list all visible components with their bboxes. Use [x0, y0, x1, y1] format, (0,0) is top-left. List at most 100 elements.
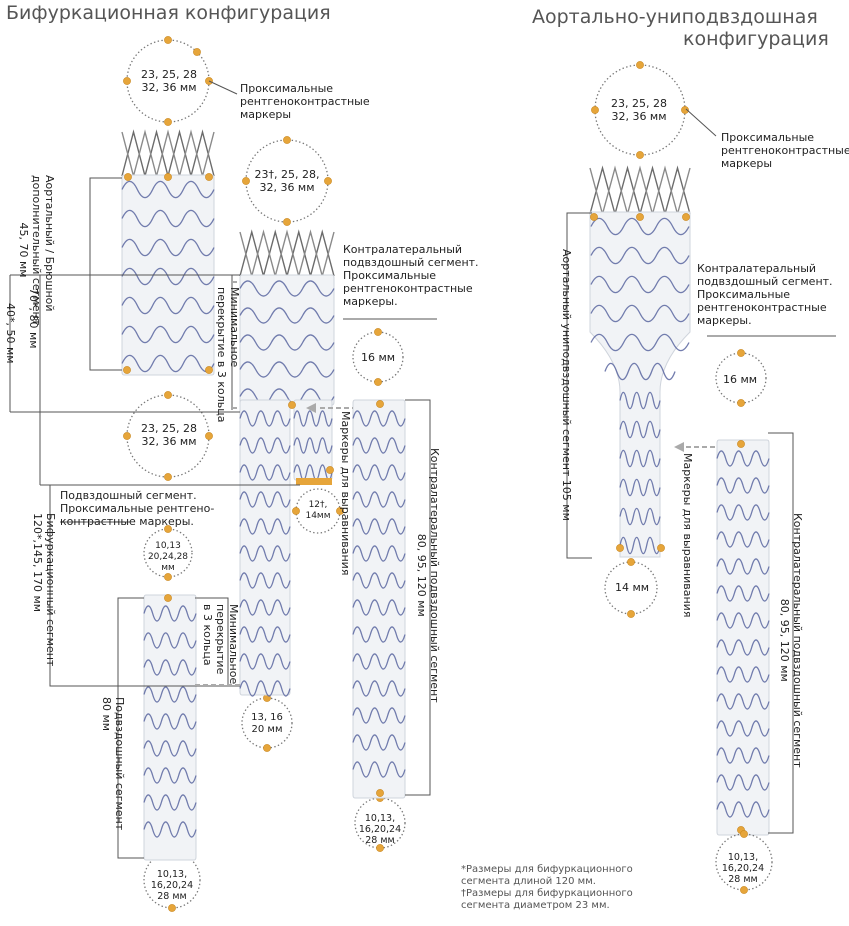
aui-bottom-marker-l: [616, 544, 624, 552]
dim-right-contra: [768, 432, 794, 834]
aui-body: [589, 211, 691, 558]
biff-gate-wire-2: [293, 464, 333, 481]
aui-wire-11: [619, 536, 661, 555]
aui-contra-leg-wire-3: [716, 531, 770, 548]
contra-leg-wire-8: [352, 626, 406, 643]
aui-top-marker-c: [636, 213, 644, 221]
biff-leg-wire-0: [239, 410, 291, 427]
ring-label-right-16: 16 мм: [722, 373, 758, 386]
aui-contra-leg-wire-4: [716, 558, 770, 575]
iliac-leg-wire-6: [143, 767, 197, 784]
ring-cuff-top-marker-3: [283, 218, 291, 226]
ring-prox-main-marker-4: [193, 48, 201, 56]
aui-contra-leg-wire-0: [716, 450, 770, 467]
biff-gate-marker: [288, 401, 296, 409]
iliac-leg-wire-3: [143, 686, 197, 703]
ring-prox-main-marker-3: [164, 118, 172, 126]
vlabel-aui-segment: Аортальный униподвздошный сегмент 105 мм: [560, 249, 573, 521]
ring-right-bottom: [715, 833, 773, 891]
cuff-top-marker-l: [124, 173, 132, 181]
dim-cuff: [89, 177, 122, 371]
aui-crown-b: [589, 165, 691, 217]
aui-contra-leg-wire-8: [716, 666, 770, 683]
biff-leg-wire-8: [239, 626, 291, 643]
ring-iliac-bottom-marker-1: [168, 904, 176, 912]
biff-leg-wire-2: [239, 464, 291, 481]
ring-cuff-top-marker-0: [324, 177, 332, 185]
iliac-leg-wire-8: [143, 821, 197, 838]
iliac-leg-wire-1: [143, 632, 197, 649]
biff-crown-b: [239, 229, 335, 279]
iliac-leg: [143, 594, 197, 861]
right-align-arrow: [674, 442, 684, 452]
biff-gate-wire-0: [293, 410, 333, 427]
vlabel-dim-70: 70*, 80 мм: [27, 288, 40, 349]
aui-contra-leg-wire-10: [716, 720, 770, 737]
aui-top-marker-r: [682, 213, 690, 221]
aui-wire-6: [619, 391, 661, 410]
ring-cuff-bottom-marker-1: [123, 432, 131, 440]
ring-prox-main-marker-2: [164, 36, 172, 44]
biff-upper-wire-1: [239, 307, 335, 324]
gate-align-band: [296, 478, 332, 485]
aui-contra-leg-wire-11: [716, 747, 770, 764]
ring-right-16-marker-0: [737, 349, 745, 357]
ring-right-14-marker-1: [627, 610, 635, 618]
contra-leg-wire-6: [352, 572, 406, 589]
aui-contra-top-marker: [737, 440, 745, 448]
ring-align-12-marker-0: [336, 507, 344, 515]
ring-right-bottom-marker-0: [740, 830, 748, 838]
aui-contra-leg-wire-2: [716, 504, 770, 521]
aui-wire-0: [590, 217, 690, 236]
contra-leg-wire-10: [352, 680, 406, 697]
iliac-leg-wire-4: [143, 713, 197, 730]
ring-right-prox-marker-1: [591, 106, 599, 114]
ring-iliac-top: [143, 528, 193, 578]
ring-contra-16-marker-0: [374, 328, 382, 336]
contra-leg-wire-12: [352, 734, 406, 751]
iliac-leg-wire-7: [143, 794, 197, 811]
ring-right-14-marker-0: [627, 558, 635, 566]
contra-leg-wire-7: [352, 599, 406, 616]
aui-top-marker-l: [590, 213, 598, 221]
ring-right-16-marker-1: [737, 399, 745, 407]
contra-leg-wire-1: [352, 437, 406, 454]
ring-cuff-bottom-marker-2: [164, 391, 172, 399]
biff-leg-wire-1: [239, 437, 291, 454]
ring-cuff-bottom-marker-0: [205, 432, 213, 440]
ring-label-align-12: 12†,14мм: [305, 500, 331, 521]
title-aui-line2: конфигурация: [683, 28, 829, 50]
ring-iliac-bottom: [143, 851, 201, 909]
cuff-crown-b: [121, 129, 215, 179]
ring-prox-main-marker-1: [123, 77, 131, 85]
cuff-top-marker-c: [164, 173, 172, 181]
align-arrow: [306, 403, 316, 413]
aui-contra-leg-wire-1: [716, 477, 770, 494]
iliac-leg-wire-5: [143, 740, 197, 757]
dim-iliac: [117, 597, 144, 859]
title-bifurcated: Бифуркационная конфигурация: [6, 2, 331, 24]
biff-upper-wire-0: [239, 280, 335, 297]
dim-biff: [49, 485, 240, 687]
vlabel-right-align: Маркеры для выравнивания: [681, 453, 694, 618]
title-aui-line1: Аортально-униподвздошная: [532, 6, 818, 28]
cuff-wire-6: [121, 354, 215, 373]
biff-upper-wire-2: [239, 334, 335, 351]
contra-leg-wire-5: [352, 545, 406, 562]
ring-label-contra-16: 16 мм: [360, 351, 396, 364]
aui-wire-3: [590, 304, 690, 323]
aui-wire-5: [604, 362, 676, 381]
aui-wire-1: [590, 246, 690, 265]
contra-leg-wire-2: [352, 464, 406, 481]
biff-gate-marker-b: [326, 466, 334, 474]
